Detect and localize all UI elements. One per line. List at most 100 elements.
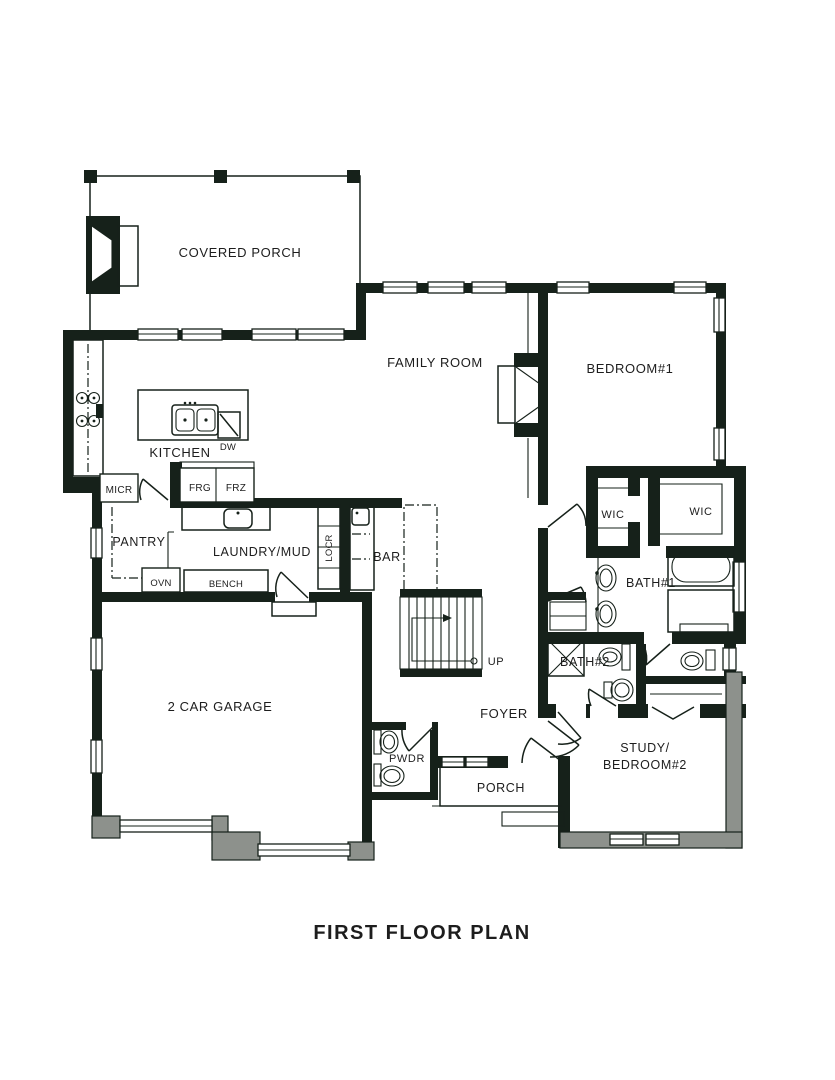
window	[90, 739, 103, 774]
bedroom1-label: BEDROOM#1	[586, 361, 673, 376]
garage-door	[119, 819, 213, 833]
wall-segment	[356, 283, 366, 340]
porch-outline	[89, 175, 361, 283]
fireplace-icon	[497, 293, 542, 498]
toilet-icon	[603, 678, 634, 702]
porch-post	[84, 170, 97, 183]
shower-icon	[667, 589, 735, 633]
sink-icon	[595, 564, 617, 592]
ovn-label: OVN	[150, 578, 171, 589]
window	[90, 637, 103, 671]
wic-right: WIC	[660, 483, 723, 535]
window	[137, 328, 179, 341]
wall-openings	[275, 546, 700, 768]
window	[382, 281, 418, 294]
bar-sink-icon	[351, 507, 370, 526]
wic-right-label: WIC	[689, 506, 712, 518]
window	[471, 281, 507, 294]
wall-segment	[548, 592, 586, 600]
window	[609, 833, 644, 846]
porch-step	[501, 811, 565, 827]
foyer-label: FOYER	[480, 706, 528, 721]
bench-label: BENCH	[209, 579, 243, 590]
door-arc	[275, 571, 309, 599]
pantry-shelf-bracket	[167, 531, 174, 569]
gray-wall	[725, 671, 743, 849]
kitchen-island	[137, 389, 249, 441]
kitchen-label: KITCHEN	[149, 445, 210, 460]
laundry-label: LAUNDRY/MUD	[213, 545, 311, 559]
water-closet	[650, 649, 722, 695]
stair-rail-above	[403, 504, 438, 589]
study-label-line1: STUDY/	[620, 741, 669, 755]
wall-segment	[628, 478, 640, 496]
window	[251, 328, 297, 341]
micr-label: MICR	[106, 485, 133, 496]
pedestal-sink-icon	[373, 729, 399, 755]
sink-icon	[595, 600, 617, 628]
wall-segment	[430, 722, 438, 800]
window	[732, 561, 746, 613]
lockers: LOCR	[317, 504, 341, 590]
wall-segment	[170, 462, 182, 508]
window	[673, 281, 707, 294]
covered-porch: COVERED PORCH	[84, 170, 361, 330]
laundry-mud: LAUNDRY/MUD OVN BENCH	[141, 505, 317, 617]
refrigerator-freezer: FRG FRZ	[179, 461, 255, 503]
pantry-label: PANTRY	[112, 535, 165, 549]
window	[713, 297, 726, 333]
door-arc	[643, 643, 671, 666]
gray-wall	[347, 841, 375, 861]
window	[645, 833, 680, 846]
garage-step	[271, 601, 317, 617]
window	[427, 281, 465, 294]
window	[713, 427, 726, 461]
windows	[90, 281, 746, 857]
wic-shelves	[598, 487, 628, 529]
door-arc	[547, 586, 587, 603]
front-porch: PORCH	[432, 768, 565, 827]
gray-wall	[91, 815, 121, 839]
wall-segment	[716, 283, 726, 475]
wall-segment	[558, 756, 570, 848]
toilet-icon	[680, 649, 716, 671]
wall-segment	[172, 498, 402, 508]
study-bedroom2: STUDY/ BEDROOM#2	[603, 741, 687, 772]
wall-segment	[586, 466, 598, 558]
bath2-label: BATH#2	[560, 655, 610, 669]
pwdr-label: PWDR	[389, 753, 425, 765]
shower-icon	[547, 639, 585, 677]
dw-label: DW	[220, 442, 236, 453]
laundry-counter	[181, 505, 271, 531]
family-room: FAMILY ROOM	[387, 293, 542, 498]
window	[556, 281, 590, 294]
door-arc	[521, 737, 566, 765]
wall-segment	[540, 632, 746, 644]
wall-segment	[538, 290, 548, 505]
kitchen-sink-icon	[171, 401, 219, 436]
outdoor-fireplace-icon	[86, 216, 139, 294]
bath1-label: BATH#1	[626, 576, 676, 590]
study-label-line2: BEDROOM#2	[603, 758, 687, 772]
porch-post	[214, 170, 227, 183]
wall-segment	[538, 528, 548, 590]
window	[465, 756, 489, 768]
window	[181, 328, 223, 341]
bench: BENCH	[183, 569, 269, 593]
wall-segment	[362, 592, 372, 848]
door-arc	[139, 478, 169, 501]
dishwasher-icon	[217, 411, 241, 439]
toilet-icon	[373, 763, 405, 787]
wall-segment	[586, 466, 736, 478]
wall-segment	[538, 587, 548, 718]
double-door-icon	[651, 706, 695, 720]
cooktop-icon	[75, 391, 103, 428]
porch-label: PORCH	[477, 781, 525, 795]
bar-label: BAR	[373, 550, 401, 564]
kitchen: DW KITCHEN	[72, 339, 249, 477]
door-arc	[547, 503, 587, 528]
family-room-label: FAMILY ROOM	[387, 355, 483, 370]
doors	[139, 478, 695, 765]
